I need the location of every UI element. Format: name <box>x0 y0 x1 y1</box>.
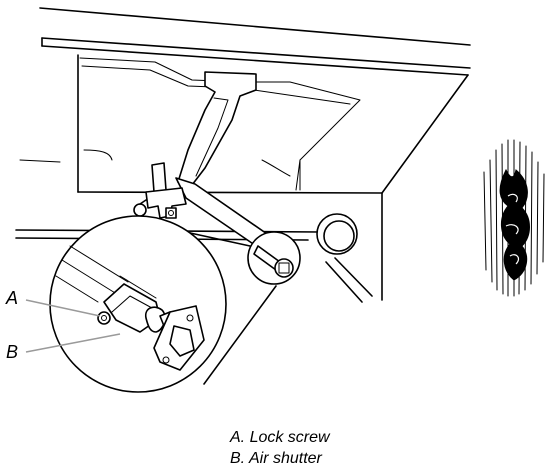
legend-item-air-shutter: B. Air shutter <box>230 450 322 467</box>
flame-pattern <box>483 139 545 297</box>
round-knob <box>316 213 358 255</box>
mounting-bracket <box>133 162 187 219</box>
detail-circle <box>247 231 301 285</box>
leader-line-a <box>25 299 101 317</box>
leader-line-b <box>25 333 121 353</box>
legend-item-lock-screw: A. Lock screw <box>230 429 330 446</box>
adjustment-wrench <box>175 71 271 251</box>
magnified-detail <box>49 215 227 393</box>
diagram-legend: A. Lock screw B. Air shutter <box>230 427 330 469</box>
callout-label-b: B <box>6 342 18 362</box>
callout-label-a: A <box>5 288 18 308</box>
burner-panel <box>79 57 361 191</box>
